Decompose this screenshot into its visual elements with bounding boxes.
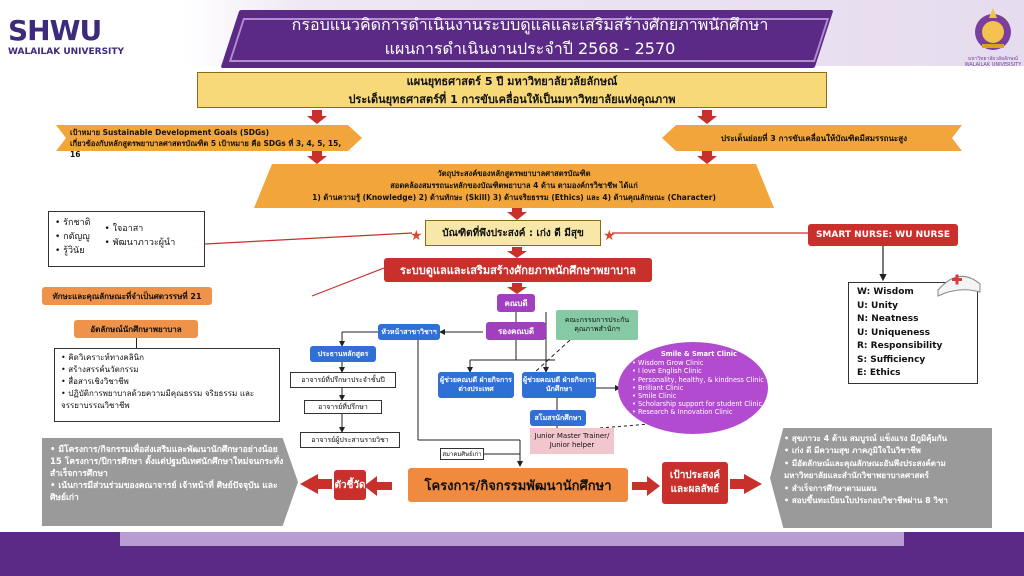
smart-nurse-item: E: Ethics (857, 368, 901, 378)
student-care-system-box: ระบบดูแลและเสริมสร้างศักยภาพนักศึกษาพยาบ… (384, 258, 652, 282)
objective-desc: สอดคล้องสมรรถนะหลักของบัณฑิตพยาบาล 4 ด้า… (390, 181, 638, 190)
smart-nurse-item: U: Unity (857, 300, 899, 311)
seal-icon (975, 8, 1011, 50)
strategic-plan-box: แผนยุทธศาสตร์ 5 ปี มหาวิทยาลัยวลัยลักษณ์… (197, 72, 827, 108)
smart-clinic-title: Smile & Smart Clinic (661, 350, 737, 358)
footer-accent (120, 532, 904, 546)
vice-dean-box: รองคณบดี (486, 322, 546, 340)
clinic-item: • Wisdom Grow Clinic (632, 359, 704, 368)
clinic-item: • Scholarship support for student Clinic (632, 400, 763, 409)
smart-nurse-item: S: Sufficiency (857, 354, 926, 365)
identity-item: • สร้างสรรค์นวัตกรรม (61, 365, 139, 374)
indicator-box: ตัวชี้วัด (334, 470, 366, 500)
seal-caption: มหาวิทยาลัยวลัยลักษณ์ WALAILAK UNIVERSIT… (964, 56, 1022, 68)
goal-item: • สำเร็จการศึกษาตามแผน (784, 483, 877, 493)
smart-nurse-list: W: Wisdom U: Unity N: Neatness U: Unique… (848, 282, 978, 384)
desired-graduate-box: บัณฑิตที่พึงประสงค์ : เก่ง ดี มีสุข (425, 220, 601, 246)
nursing-identity-box: อัตลักษณ์นักศึกษาพยาบาล (74, 320, 198, 338)
sdg-detail: เกี่ยวข้องกับหลักสูตรพยาบาลศาสตรบัณฑิต 5… (70, 139, 342, 159)
star-icon-left: ★ (410, 228, 423, 244)
objective-title: วัตถุประสงค์ของหลักสูตรพยาบาลศาสตรบัณฑิต (437, 169, 591, 178)
university-logo-left: SHWU WALAILAK UNIVERSITY (8, 14, 138, 57)
quality-committee-box: คณะกรรมการประกันคุณภาพสำนักฯ (556, 310, 638, 340)
dept-head-box: หัวหน้าสาขาวิชาฯ (378, 324, 440, 340)
smart-nurse-item: R: Responsibility (857, 341, 943, 351)
value-item: • กตัญญู (55, 232, 90, 242)
smart-clinic-ellipse (618, 342, 768, 434)
value-item: • พัฒนาภาวะผู้นำ (104, 238, 176, 248)
indicator-item: • มีโครงการ/กิจกรรมเพื่อส่งเสริมและพัฒนา… (50, 445, 284, 479)
indicator-item: • เน้นการมีส่วนร่วมของคณาจารย์ เจ้าหน้าท… (50, 481, 278, 503)
identity-item: • คิดวิเคราะห์ทางคลินิก (61, 353, 144, 362)
student-union-box: สโมสรนักศึกษา (530, 410, 586, 426)
alumni-box: สมาคมศิษย์เก่า (440, 448, 484, 460)
values-col2: • ใจอาสา • พัฒนาภาวะผู้นำ (104, 215, 175, 263)
smart-nurse-item: N: Neatness (857, 314, 919, 324)
student-development-project-box: โครงการ/กิจกรรมพัฒนานักศึกษา (408, 468, 628, 502)
value-item: • ใจอาสา (104, 224, 144, 234)
logo-wordmark: SHWU (8, 14, 102, 47)
arrow-left-indicator (300, 474, 332, 494)
assistant-dean-foreign-box: ผู้ช่วยคณบดี ฝ่ายกิจการต่างประเทศ (438, 372, 514, 398)
identity-item: • ปฏิบัติการพยาบาลด้วยความมีคุณธรรม จริย… (61, 389, 255, 410)
sub-issue-text: ประเด็นย่อยที่ 3 การขับเคลื่อนให้บัณฑิตม… (720, 133, 908, 143)
sdg-box: เป้าหมาย Sustainable Development Goals (… (56, 125, 362, 159)
identity-item: • สื่อสารเชิงวิชาชีพ (61, 377, 129, 386)
header-title-line1: กรอบแนวคิดการดำเนินงานระบบดูแลและเสริมสร… (291, 14, 769, 34)
arrow-right-goal (730, 474, 762, 494)
advisor-box: อาจารย์ที่ปรึกษา (304, 400, 382, 414)
header-title-line2: แผนการดำเนินงานประจำปี 2568 - 2570 (384, 38, 676, 58)
sdg-title: เป้าหมาย Sustainable Development Goals (… (70, 128, 270, 137)
university-seal-logo: มหาวิทยาลัยวลัยลักษณ์ WALAILAK UNIVERSIT… (964, 4, 1022, 68)
skills-21st-century-box: ทักษะและคุณลักษณะที่จำเป็นศตวรรษที่ 21 (42, 287, 212, 305)
value-item: • รู้วินัย (55, 246, 85, 256)
goal-list: • สุขภาวะ 4 ด้าน สมบูรณ์ แข็งแรง มีภูมิค… (770, 428, 992, 528)
advisor-year-box: อาจารย์ที่ปรึกษาประจำชั้นปี (290, 372, 396, 388)
clinic-item: • Brilliant Clinic (632, 383, 684, 392)
junior-trainer-box: Junior Master Trainer/ Junior helper (530, 428, 614, 454)
smart-clinic-content: Smile & Smart Clinic • Wisdom Grow Clini… (632, 350, 766, 417)
strategic-plan-title: แผนยุทธศาสตร์ 5 ปี มหาวิทยาลัยวลัยลักษณ์ (406, 75, 618, 88)
goal-item: • สุขภาวะ 4 ด้าน สมบูรณ์ แข็งแรง มีภูมิค… (784, 434, 948, 443)
logo-subtitle: WALAILAK UNIVERSITY (8, 47, 125, 57)
goal-item: • สอบขึ้นทะเบียนใบประกอบวิชาชีพผ่าน 8 วิ… (784, 496, 948, 506)
smart-nurse-title: SMART NURSE: WU NURSE (808, 224, 958, 246)
nurse-cap-icon (937, 274, 981, 297)
strategic-plan-issue: ประเด็นยุทธศาสตร์ที่ 1 การขับเคลื่อนให้เ… (348, 93, 676, 106)
dean-box: คณบดี (497, 294, 535, 312)
clinic-item: • I love English Clinic (632, 367, 702, 376)
objective-box: วัตถุประสงค์ของหลักสูตรพยาบาลศาสตรบัณฑิต… (254, 164, 774, 208)
values-col1: • รักชาติ • กตัญญู • รู้วินัย (55, 215, 90, 263)
clinic-item: • Research & Innovation Clinic (632, 408, 733, 417)
goal-outcome-box: เป้าประสงค์ และผลลัพธ์ (662, 462, 728, 504)
indicator-list: • มีโครงการ/กิจกรรมเพื่อส่งเสริมและพัฒนา… (42, 438, 298, 526)
identity-list: • คิดวิเคราะห์ทางคลินิก • สร้างสรรค์นวัต… (54, 348, 280, 422)
objective-competencies: 1) ด้านความรู้ (Knowledge) 2) ด้านทักษะ … (312, 193, 716, 202)
clinic-item: • Smile Clinic (632, 392, 677, 401)
smart-nurse-item: W: Wisdom (857, 287, 914, 297)
assistant-dean-student-box: ผู้ช่วยคณบดี ฝ่ายกิจการนักศึกษา (522, 372, 596, 398)
smart-nurse-item: U: Uniqueness (857, 327, 931, 338)
star-icon-right: ★ (603, 228, 616, 244)
course-coordinator-box: อาจารย์ผู้ประสานรายวิชา (300, 432, 400, 448)
curriculum-chair-box: ประธานหลักสูตร (310, 346, 376, 362)
value-item: • รักชาติ (55, 218, 91, 228)
sub-issue-box: ประเด็นย่อยที่ 3 การขับเคลื่อนให้บัณฑิตม… (662, 125, 962, 151)
goal-item: • เก่ง ดี มีความสุข ภาคภูมิใจในวิชาชีพ (784, 446, 921, 456)
core-values-box: • รักชาติ • กตัญญู • รู้วินัย • ใจอาสา •… (48, 211, 205, 267)
clinic-item: • Personality, healthy, & kindness Clini… (632, 375, 764, 384)
goal-item: • มีอัตลักษณ์และคุณลักษณะอันพึงประสงค์ตา… (784, 458, 946, 481)
